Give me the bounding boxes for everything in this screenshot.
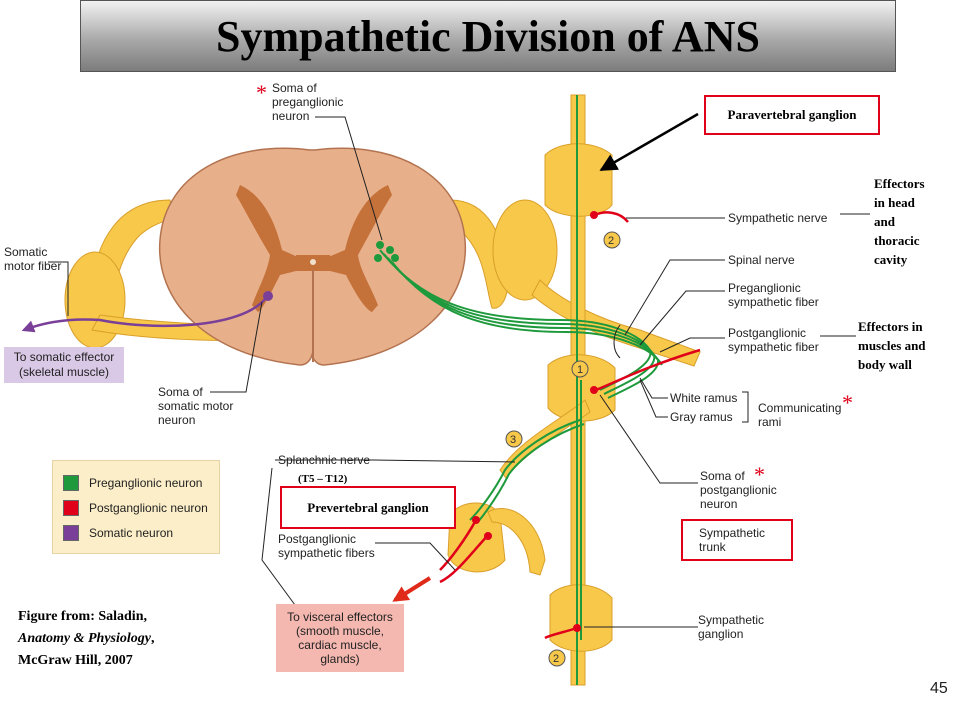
effectors-head-annotation: Effectors in head and thoracic cavity xyxy=(874,176,925,267)
visceral-arrow xyxy=(392,576,432,602)
label-soma-post-2: postganglionic xyxy=(700,483,777,497)
numbered-markers: 2 1 3 2 xyxy=(505,231,621,667)
marker-1: 1 xyxy=(577,364,583,376)
label-spinal-nerve: Spinal nerve xyxy=(728,253,795,267)
label-communicating-1: Communicating xyxy=(758,401,841,415)
preganglionic-somas xyxy=(374,241,399,262)
marker-3: 3 xyxy=(510,434,516,446)
marker-2-top: 2 xyxy=(608,235,614,247)
slide-title: Sympathetic Division of ANS xyxy=(216,12,760,61)
leader-lines xyxy=(48,116,870,628)
spinal-cord xyxy=(158,147,467,366)
label-post-fibers-1: Postganglionic xyxy=(278,532,356,546)
label-pre-fiber-1: Preganglionic xyxy=(728,281,801,295)
figure-credit: Figure from: Saladin, Anatomy & Physiolo… xyxy=(18,609,155,668)
postganglionic-somas xyxy=(472,211,598,632)
label-ganglion-1: Sympathetic xyxy=(698,613,764,627)
marker-2-bottom: 2 xyxy=(553,653,559,665)
label-pre-fiber-2: sympathetic fiber xyxy=(728,295,819,309)
label-soma-somatic-1: Soma of xyxy=(158,385,203,399)
label-somatic-fiber-1: Somatic xyxy=(4,245,47,259)
bracket-white-ramus xyxy=(613,324,621,359)
legend-swatch-green xyxy=(63,475,79,491)
star-marker-post: * xyxy=(754,462,765,487)
prevertebral-ganglion-box: Prevertebral ganglion xyxy=(280,486,456,529)
label-post-fiber-2: sympathetic fiber xyxy=(728,340,819,354)
diagram-labels: * Soma of preganglionic neuron Somatic m… xyxy=(4,80,853,641)
legend-swatch-red xyxy=(63,500,79,516)
legend-swatch-purple xyxy=(63,525,79,541)
sympathetic-trunk-box: Sympathetic trunk xyxy=(681,519,793,561)
label-t5-t12: (T5 – T12) xyxy=(298,473,348,485)
legend-item-postganglionic: Postganglionic neuron xyxy=(63,500,208,516)
label-soma-post-1: Soma of xyxy=(700,469,745,483)
label-sympathetic-nerve: Sympathetic nerve xyxy=(728,211,828,225)
somatic-effector-box: To somatic effector(skeletal muscle) xyxy=(4,347,124,383)
label-post-fiber-1: Postganglionic xyxy=(728,326,806,340)
star-marker: * xyxy=(256,80,267,105)
effectors-muscles-annotation: Effectors in muscles and body wall xyxy=(858,319,926,372)
page-number: 45 xyxy=(930,680,948,697)
paravertebral-ganglion-box: Paravertebral ganglion xyxy=(704,95,880,135)
title-bar: Sympathetic Division of ANS xyxy=(80,0,896,72)
visceral-effectors-box: To visceral effectors(smooth muscle,card… xyxy=(276,604,404,672)
label-soma-pre-3: neuron xyxy=(272,109,309,123)
label-soma-pre-2: preganglionic xyxy=(272,95,343,109)
preganglionic-fibers xyxy=(379,95,663,685)
star-marker-comm: * xyxy=(842,390,853,415)
legend-item-preganglionic: Preganglionic neuron xyxy=(63,475,202,491)
label-splanchnic: Splanchnic nerve xyxy=(278,453,370,467)
label-ganglion-2: ganglion xyxy=(698,627,743,641)
label-somatic-fiber-2: motor fiber xyxy=(4,259,61,273)
label-soma-pre-1: Soma of xyxy=(272,81,317,95)
label-communicating-2: rami xyxy=(758,415,781,429)
legend-item-somatic: Somatic neuron xyxy=(63,525,173,541)
legend: Preganglionic neuron Postganglionic neur… xyxy=(52,460,220,554)
label-soma-somatic-3: neuron xyxy=(158,413,195,427)
label-post-fibers-2: sympathetic fibers xyxy=(278,546,375,560)
label-gray-ramus: Gray ramus xyxy=(670,410,733,424)
pointer-paravertebral xyxy=(599,112,699,172)
label-white-ramus: White ramus xyxy=(670,391,737,405)
label-soma-somatic-2: somatic motor xyxy=(158,399,233,413)
somatic-fiber xyxy=(21,297,267,333)
label-soma-post-3: neuron xyxy=(700,497,737,511)
sympathetic-trunk-column xyxy=(447,94,616,686)
